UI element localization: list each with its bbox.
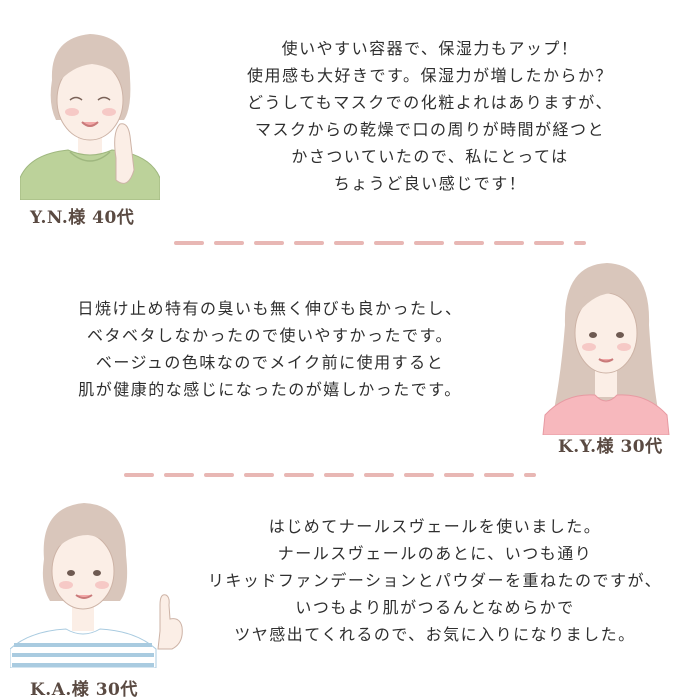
review-line: ベージュの色味なのでメイク前に使用すると xyxy=(95,353,445,372)
review-line: かさついていたので、私にとっては xyxy=(291,147,569,166)
testimonial-3: K.A.様 30代 はじめてナールスヴェールを使いました。 ナールスヴェールのあ… xyxy=(0,485,700,700)
review-text: はじめてナールスヴェールを使いました。 ナールスヴェールのあとに、いつも通り リ… xyxy=(185,513,685,648)
review-line: はじめてナールスヴェールを使いました。 xyxy=(268,517,602,536)
review-line: リキッドファンデーションとパウダーを重ねたのですが、 xyxy=(207,571,663,590)
review-line: ベタベタしなかったので使いやすかったです。 xyxy=(87,326,453,345)
review-line: 使用感も大好きです。保湿力が増したからか？ xyxy=(247,66,613,85)
woman-pink-top-illustration xyxy=(542,263,670,435)
review-text: 日焼け止め特有の臭いも無く伸びも良かったし、 ベタベタしなかったので使いやすかっ… xyxy=(20,295,520,403)
review-line: ツヤ感出てくれるので、お気に入りになりました。 xyxy=(234,625,636,644)
dashed-divider xyxy=(174,241,586,245)
review-line: 日焼け止め特有の臭いも無く伸びも良かったし、 xyxy=(77,299,463,318)
review-line: 使いやすい容器で、保湿力もアップ！ xyxy=(281,39,579,58)
woman-striped-top-illustration xyxy=(10,503,183,668)
review-text: 使いやすい容器で、保湿力もアップ！ 使用感も大好きです。保湿力が増したからか？ … xyxy=(175,35,685,197)
reviewer-name: K.Y.様 30代 xyxy=(558,437,663,457)
review-line: ちょうど良い感じです！ xyxy=(333,174,527,193)
woman-green-top-illustration xyxy=(20,34,160,200)
review-line: ナールスヴェールのあとに、いつも通り xyxy=(277,544,593,563)
dashed-divider xyxy=(124,473,536,477)
reviewer-name: K.A.様 30代 xyxy=(30,680,138,700)
review-line: いつもより肌がつるんとなめらかで xyxy=(295,598,575,617)
reviewer-name: Y.N.様 40代 xyxy=(30,208,135,228)
review-line: 肌が健康的な感じになったのが嬉しかったです。 xyxy=(78,380,462,399)
review-line: マスクからの乾燥で口の周りが時間が経つと xyxy=(254,120,605,139)
testimonial-2: 日焼け止め特有の臭いも無く伸びも良かったし、 ベタベタしなかったので使いやすかっ… xyxy=(0,250,700,460)
review-line: どうしてもマスクでの化粧よれはありますが、 xyxy=(247,93,613,112)
testimonial-1: Y.N.様 40代 使いやすい容器で、保湿力もアップ！ 使用感も大好きです。保湿… xyxy=(0,0,700,230)
